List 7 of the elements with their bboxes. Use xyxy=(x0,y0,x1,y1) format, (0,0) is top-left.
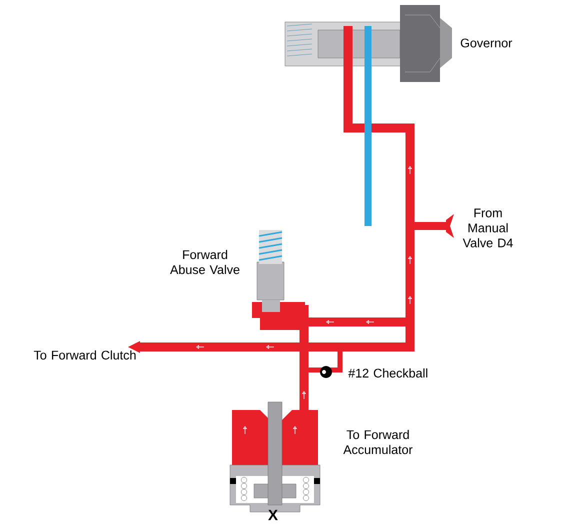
part-label: Forward Abuse Valve xyxy=(170,250,240,274)
part-label: #12 Checkball xyxy=(348,368,428,378)
part-label: Governor xyxy=(460,38,512,48)
part-label: To Forward Accumulator xyxy=(343,430,413,454)
part-label: X xyxy=(268,510,278,520)
part-label: From Manual Valve D4 xyxy=(462,208,513,248)
part-label: To Forward Clutch xyxy=(34,350,136,360)
